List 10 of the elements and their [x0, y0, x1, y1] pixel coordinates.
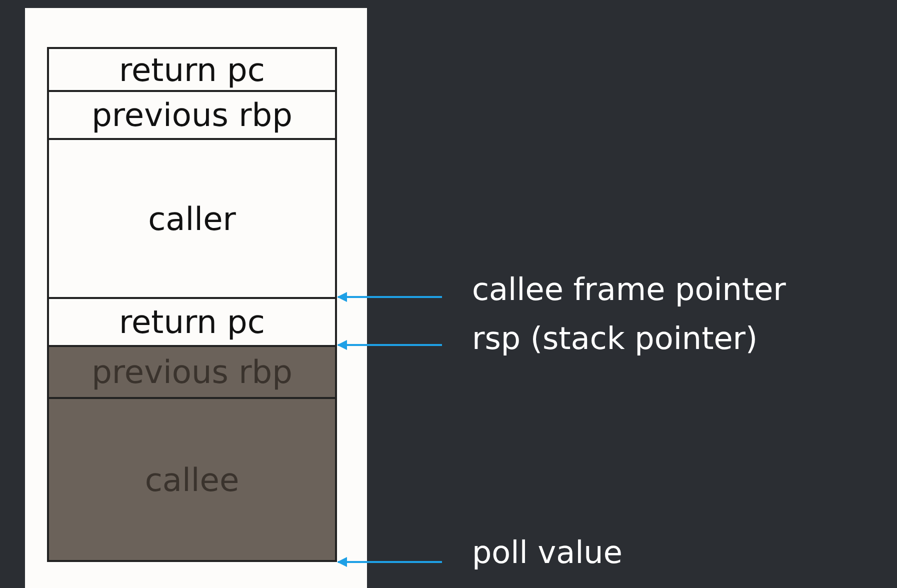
pointer-label: rsp (stack pointer)	[472, 321, 758, 357]
arrow	[337, 292, 442, 302]
stack-slot: caller	[47, 138, 337, 299]
pointer-label: poll value	[472, 535, 622, 571]
pointer-label: callee frame pointer	[472, 272, 786, 308]
stack-slot: previous rbp	[47, 90, 337, 140]
stack-slot: return pc	[47, 47, 337, 92]
stack-slot: return pc	[47, 297, 337, 347]
arrow	[337, 340, 442, 350]
arrow	[337, 557, 442, 567]
